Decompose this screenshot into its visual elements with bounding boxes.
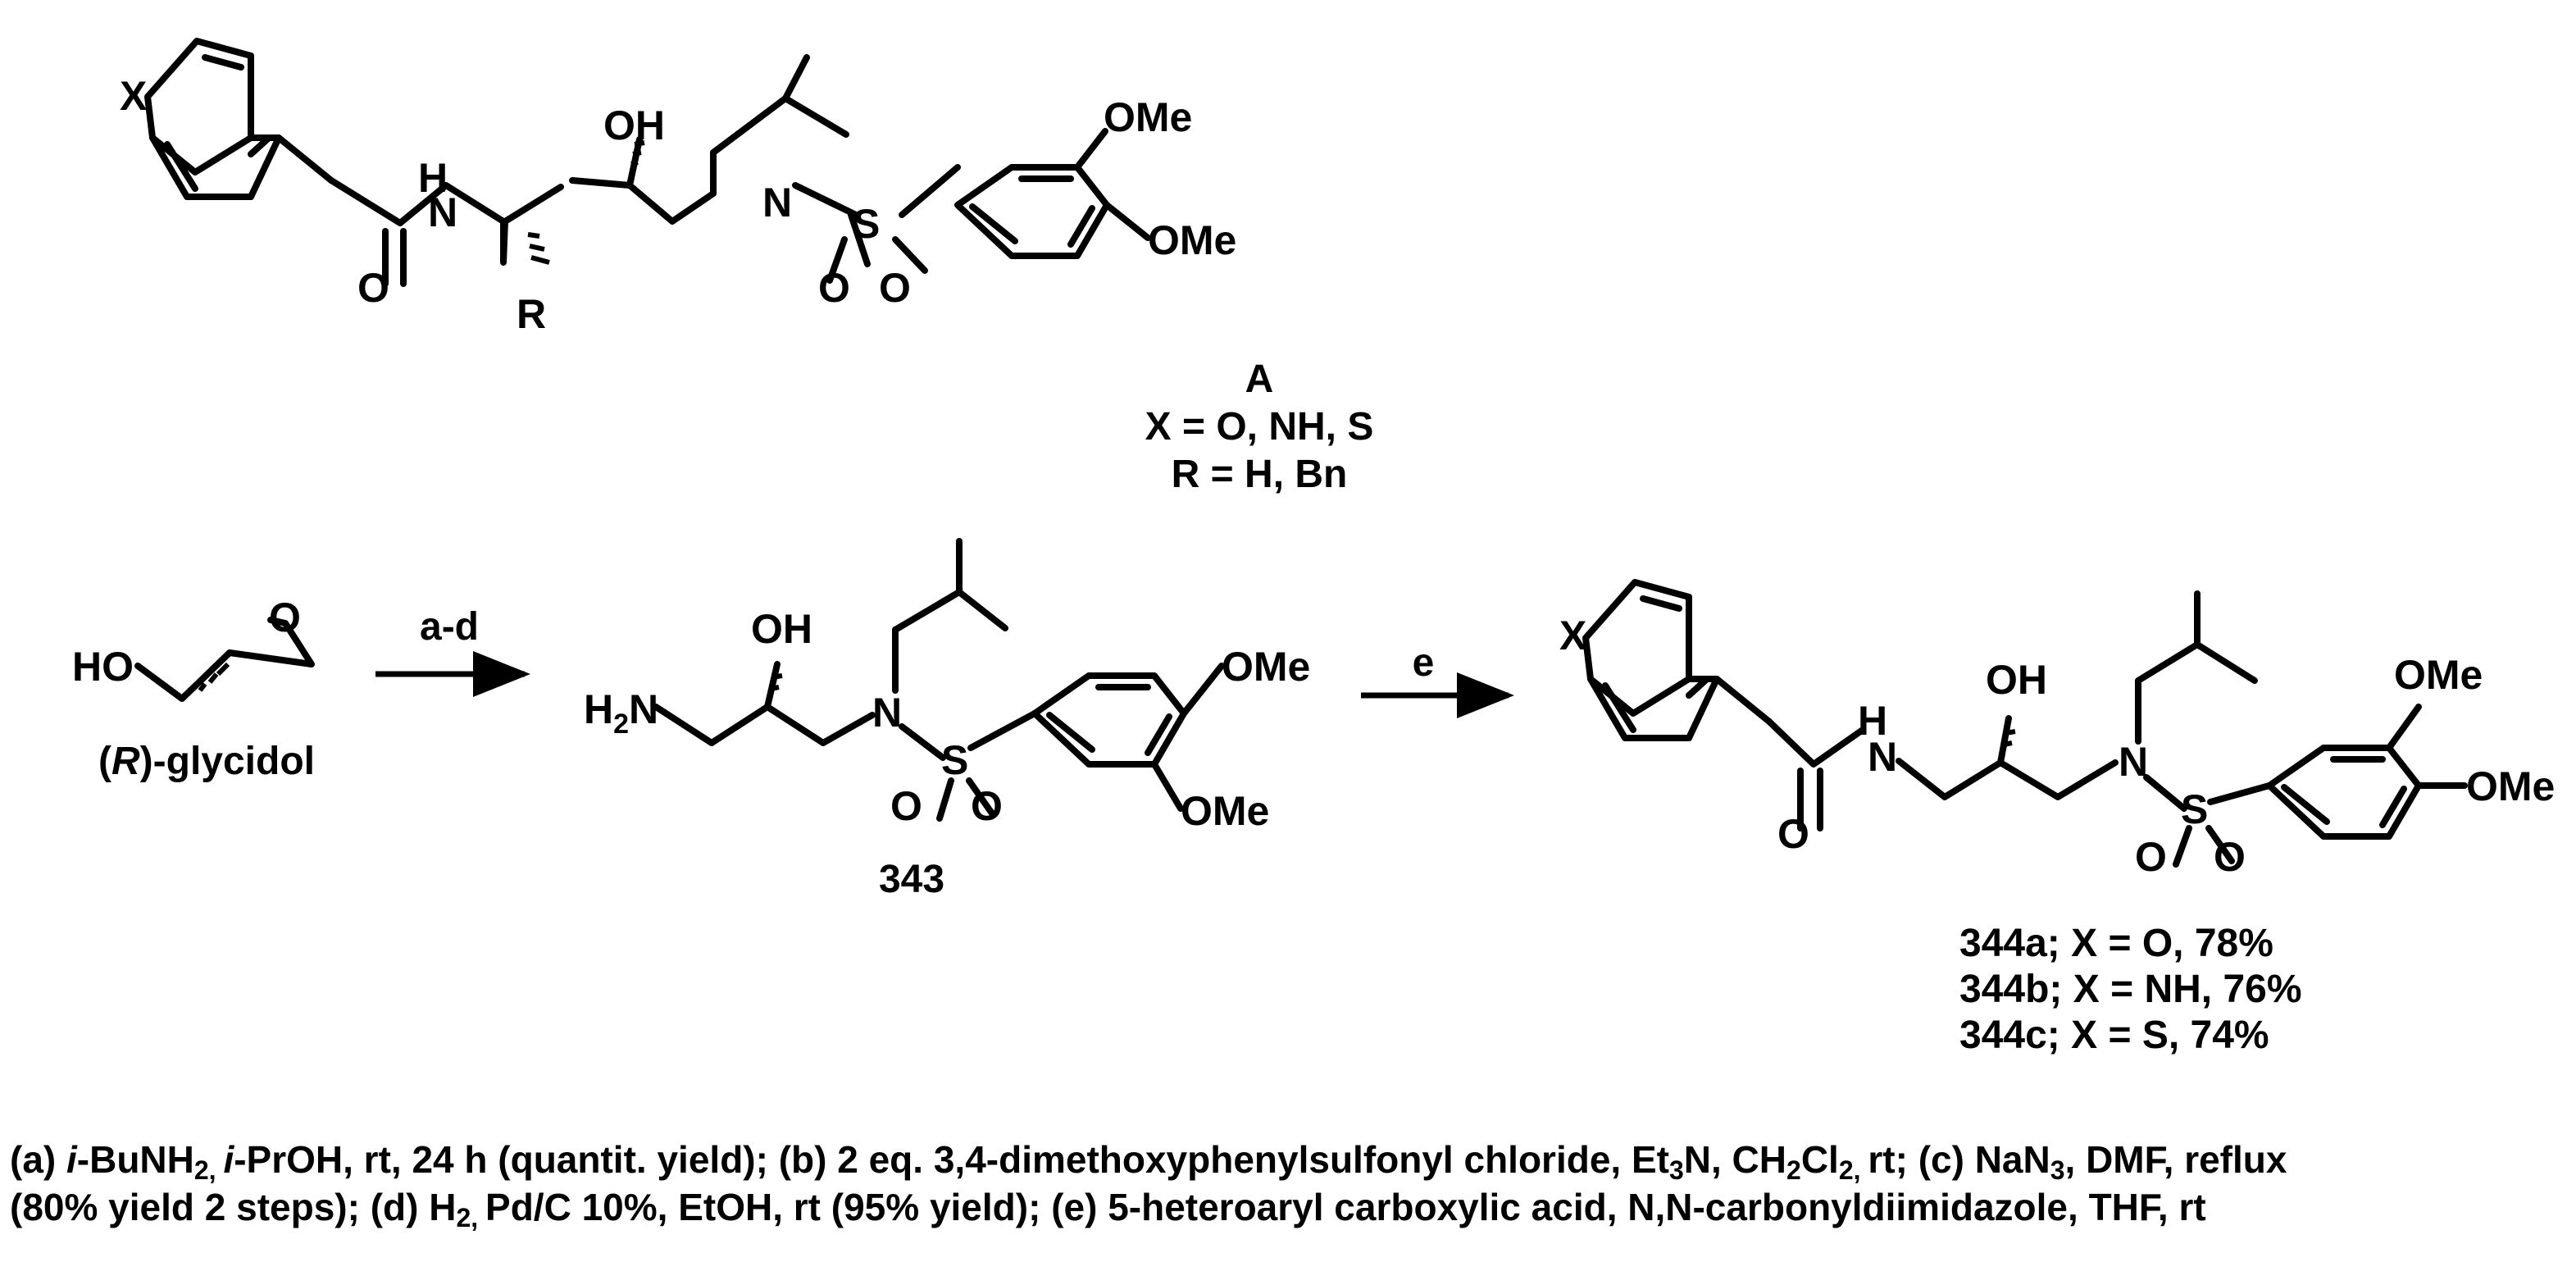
conditions-line-2: (80% yield 2 steps); (d) H2, Pd/C 10%, E…	[10, 1186, 2206, 1232]
atom-oh: OH	[751, 606, 812, 652]
atom-n: N	[872, 690, 902, 736]
atom-h: H	[418, 155, 448, 201]
label-344b: 344b; X = NH, 76%	[1959, 968, 2302, 1011]
atom-o: O	[1777, 811, 1809, 857]
atom-n: N	[428, 189, 457, 235]
compound-343-structure: H2N OH N S O O OMe OMe	[584, 538, 1310, 834]
atom-o: O	[2214, 834, 2246, 880]
label-a-r-definition: R = H, Bn	[1172, 453, 1348, 496]
atom-o: O	[818, 265, 850, 311]
reaction-conditions: (a) i-BuNH2, i-PrOH, rt, 24 h (quantit. …	[10, 1136, 2568, 1231]
label-compound-343: 343	[879, 858, 944, 901]
atom-oh: OH	[603, 103, 665, 148]
glycidol-structure: HO O	[72, 595, 315, 702]
atom-ome: OMe	[1148, 217, 1236, 263]
atom-n: N	[762, 180, 792, 226]
atom-s: S	[2181, 786, 2208, 832]
atom-ome: OMe	[1104, 94, 1192, 140]
label-a-x-definition: X = O, NH, S	[1145, 405, 1374, 449]
atom-o: O	[357, 265, 389, 311]
arrow-label-e: e	[1413, 641, 1435, 685]
atom-h2n: H2N	[584, 686, 658, 740]
label-344c: 344c; X = S, 74%	[1959, 1014, 2269, 1057]
atom-ho: HO	[72, 644, 134, 690]
atom-s: S	[853, 201, 880, 247]
label-compound-a: A	[1245, 358, 1274, 401]
atom-ome: OMe	[1181, 788, 1269, 834]
atom-r: R	[517, 291, 546, 337]
atom-x: X	[120, 73, 147, 119]
atom-o: O	[890, 783, 922, 829]
compound-344-structure: X O H N OH N S O O OMe OMe	[1559, 582, 2555, 880]
arrow-label-a-d: a-d	[420, 605, 479, 649]
compound-a-structure: X O H N R OH N S O O OMe OMe	[120, 41, 1236, 337]
atom-ome: OMe	[2394, 652, 2483, 698]
atom-n: N	[1868, 734, 1897, 780]
atom-o: O	[971, 783, 1003, 829]
label-glycidol: (R)-glycidol	[98, 740, 315, 783]
atom-s: S	[941, 737, 968, 783]
atom-o: O	[269, 595, 301, 640]
atom-o: O	[2135, 834, 2167, 880]
atom-h: H	[1858, 698, 1887, 744]
label-344a: 344a; X = O, 78%	[1959, 922, 2273, 965]
atom-x: X	[1559, 613, 1586, 658]
atom-ome: OMe	[2466, 763, 2555, 809]
conditions-line-1: (a) i-BuNH2, i-PrOH, rt, 24 h (quantit. …	[10, 1138, 2287, 1185]
atom-o: O	[879, 265, 911, 311]
atom-oh: OH	[1986, 657, 2047, 703]
atom-ome: OMe	[1222, 644, 1310, 690]
